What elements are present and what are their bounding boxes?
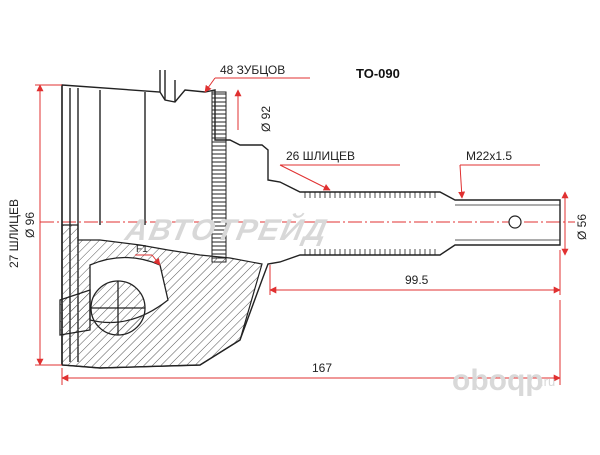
svg-text:.ru: .ru — [540, 374, 555, 389]
label-f1: F1 — [136, 244, 148, 255]
label-total-length: 167 — [312, 361, 332, 375]
leader-lines — [135, 77, 540, 266]
label-thread: M22x1.5 — [466, 149, 512, 163]
svg-text:oboqp: oboqp — [452, 364, 544, 397]
label-outer-splines: 27 ШЛИЦЕВ — [7, 199, 21, 268]
part-number: TO-090 — [356, 66, 400, 81]
label-body-diameter: Ø 96 — [23, 212, 37, 238]
watermark: АВТОТРЕЙД — [122, 212, 333, 247]
ball-cage — [59, 256, 169, 336]
brand-logo: oboqp .ru — [452, 364, 555, 397]
label-shaft-diameter: Ø 56 — [575, 214, 589, 240]
label-inner-splines: 26 ШЛИЦЕВ — [286, 149, 355, 163]
shaft-splines — [304, 192, 560, 255]
label-abs-diameter: Ø 92 — [259, 106, 273, 132]
dimension-lines — [35, 84, 569, 385]
label-shaft-length: 99.5 — [405, 273, 429, 287]
label-teeth: 48 ЗУБЦОВ — [220, 63, 285, 77]
